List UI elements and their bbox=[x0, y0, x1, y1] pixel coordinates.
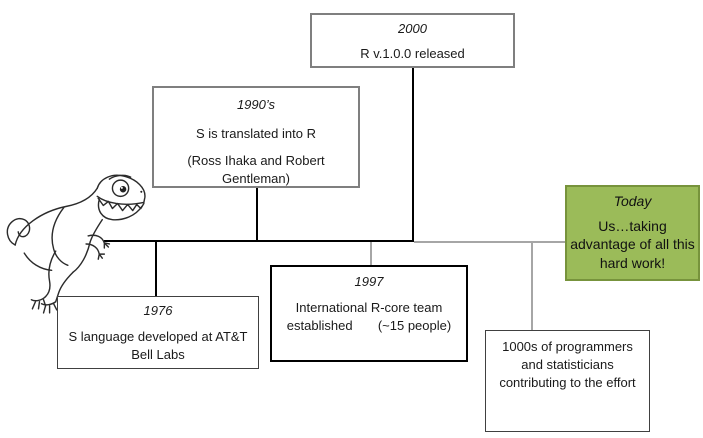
timeline-box-2000: 2000 R v.1.0.0 released bbox=[310, 13, 515, 68]
box-2000-year: 2000 bbox=[398, 21, 427, 36]
dino-back bbox=[14, 187, 98, 246]
dino-rear-leg bbox=[44, 250, 57, 298]
dino-arm-lower bbox=[85, 243, 106, 260]
connector-1990s bbox=[256, 188, 258, 241]
dino-teeth bbox=[97, 197, 145, 212]
dino-front-foot bbox=[40, 301, 58, 314]
connector-1976 bbox=[155, 241, 157, 296]
box-today-year: Today bbox=[613, 193, 652, 209]
t-rex-dinosaur-icon bbox=[6, 174, 146, 314]
dino-eyebrow bbox=[108, 174, 132, 180]
dino-arm-upper bbox=[87, 234, 111, 249]
dino-eye bbox=[111, 179, 130, 198]
dino-rear-foot bbox=[30, 295, 47, 310]
box-1990s-line2: (Ross Ihaka and Robert Gentleman) bbox=[187, 152, 325, 186]
dino-tail-underside bbox=[23, 252, 53, 272]
box-1976-text: S language developed at AT&T Bell Labs bbox=[68, 328, 248, 362]
box-1990s-line1: S is translated into R bbox=[196, 125, 316, 141]
dino-neck-front bbox=[89, 218, 104, 243]
dino-front-leg bbox=[54, 271, 74, 303]
box-1990s-year: 1990’s bbox=[236, 97, 276, 112]
box-contributors-text: 1000s of programmers and statisticians c… bbox=[499, 339, 636, 390]
dino-lower-jaw bbox=[97, 198, 143, 221]
timeline-box-1976: 1976 S language developed at AT&T Bell L… bbox=[57, 296, 259, 369]
dino-pupil bbox=[119, 186, 127, 193]
box-1976-year: 1976 bbox=[143, 303, 173, 318]
dino-belly bbox=[72, 241, 91, 274]
timeline-horizontal-line-today-segment bbox=[414, 241, 565, 243]
dino-thigh bbox=[51, 206, 69, 266]
box-2000-text: R v.1.0.0 released bbox=[360, 45, 465, 61]
timeline-box-today: Today Us…taking advantage of all this ha… bbox=[565, 185, 700, 281]
timeline-box-1997: 1997 International R-core team establish… bbox=[270, 265, 468, 362]
box-today-text: Us…taking advantage of all this hard wor… bbox=[570, 218, 695, 271]
timeline-box-contributors: 1000s of programmers and statisticians c… bbox=[485, 330, 650, 432]
box-1997-year: 1997 bbox=[354, 274, 384, 289]
dino-head bbox=[96, 174, 146, 204]
dino-upper-lip bbox=[96, 195, 145, 205]
dino-eye-highlight bbox=[120, 186, 123, 189]
dino-nostril bbox=[140, 190, 143, 193]
timeline-box-1990s: 1990’s S is translated into R (Ross Ihak… bbox=[152, 86, 360, 188]
timeline-horizontal-line bbox=[104, 240, 414, 242]
connector-1997 bbox=[370, 242, 372, 265]
box-1997-text: International R-core team established (~… bbox=[286, 299, 452, 333]
connector-contributors bbox=[531, 242, 533, 330]
dino-tail bbox=[6, 217, 31, 246]
connector-2000 bbox=[412, 68, 414, 241]
